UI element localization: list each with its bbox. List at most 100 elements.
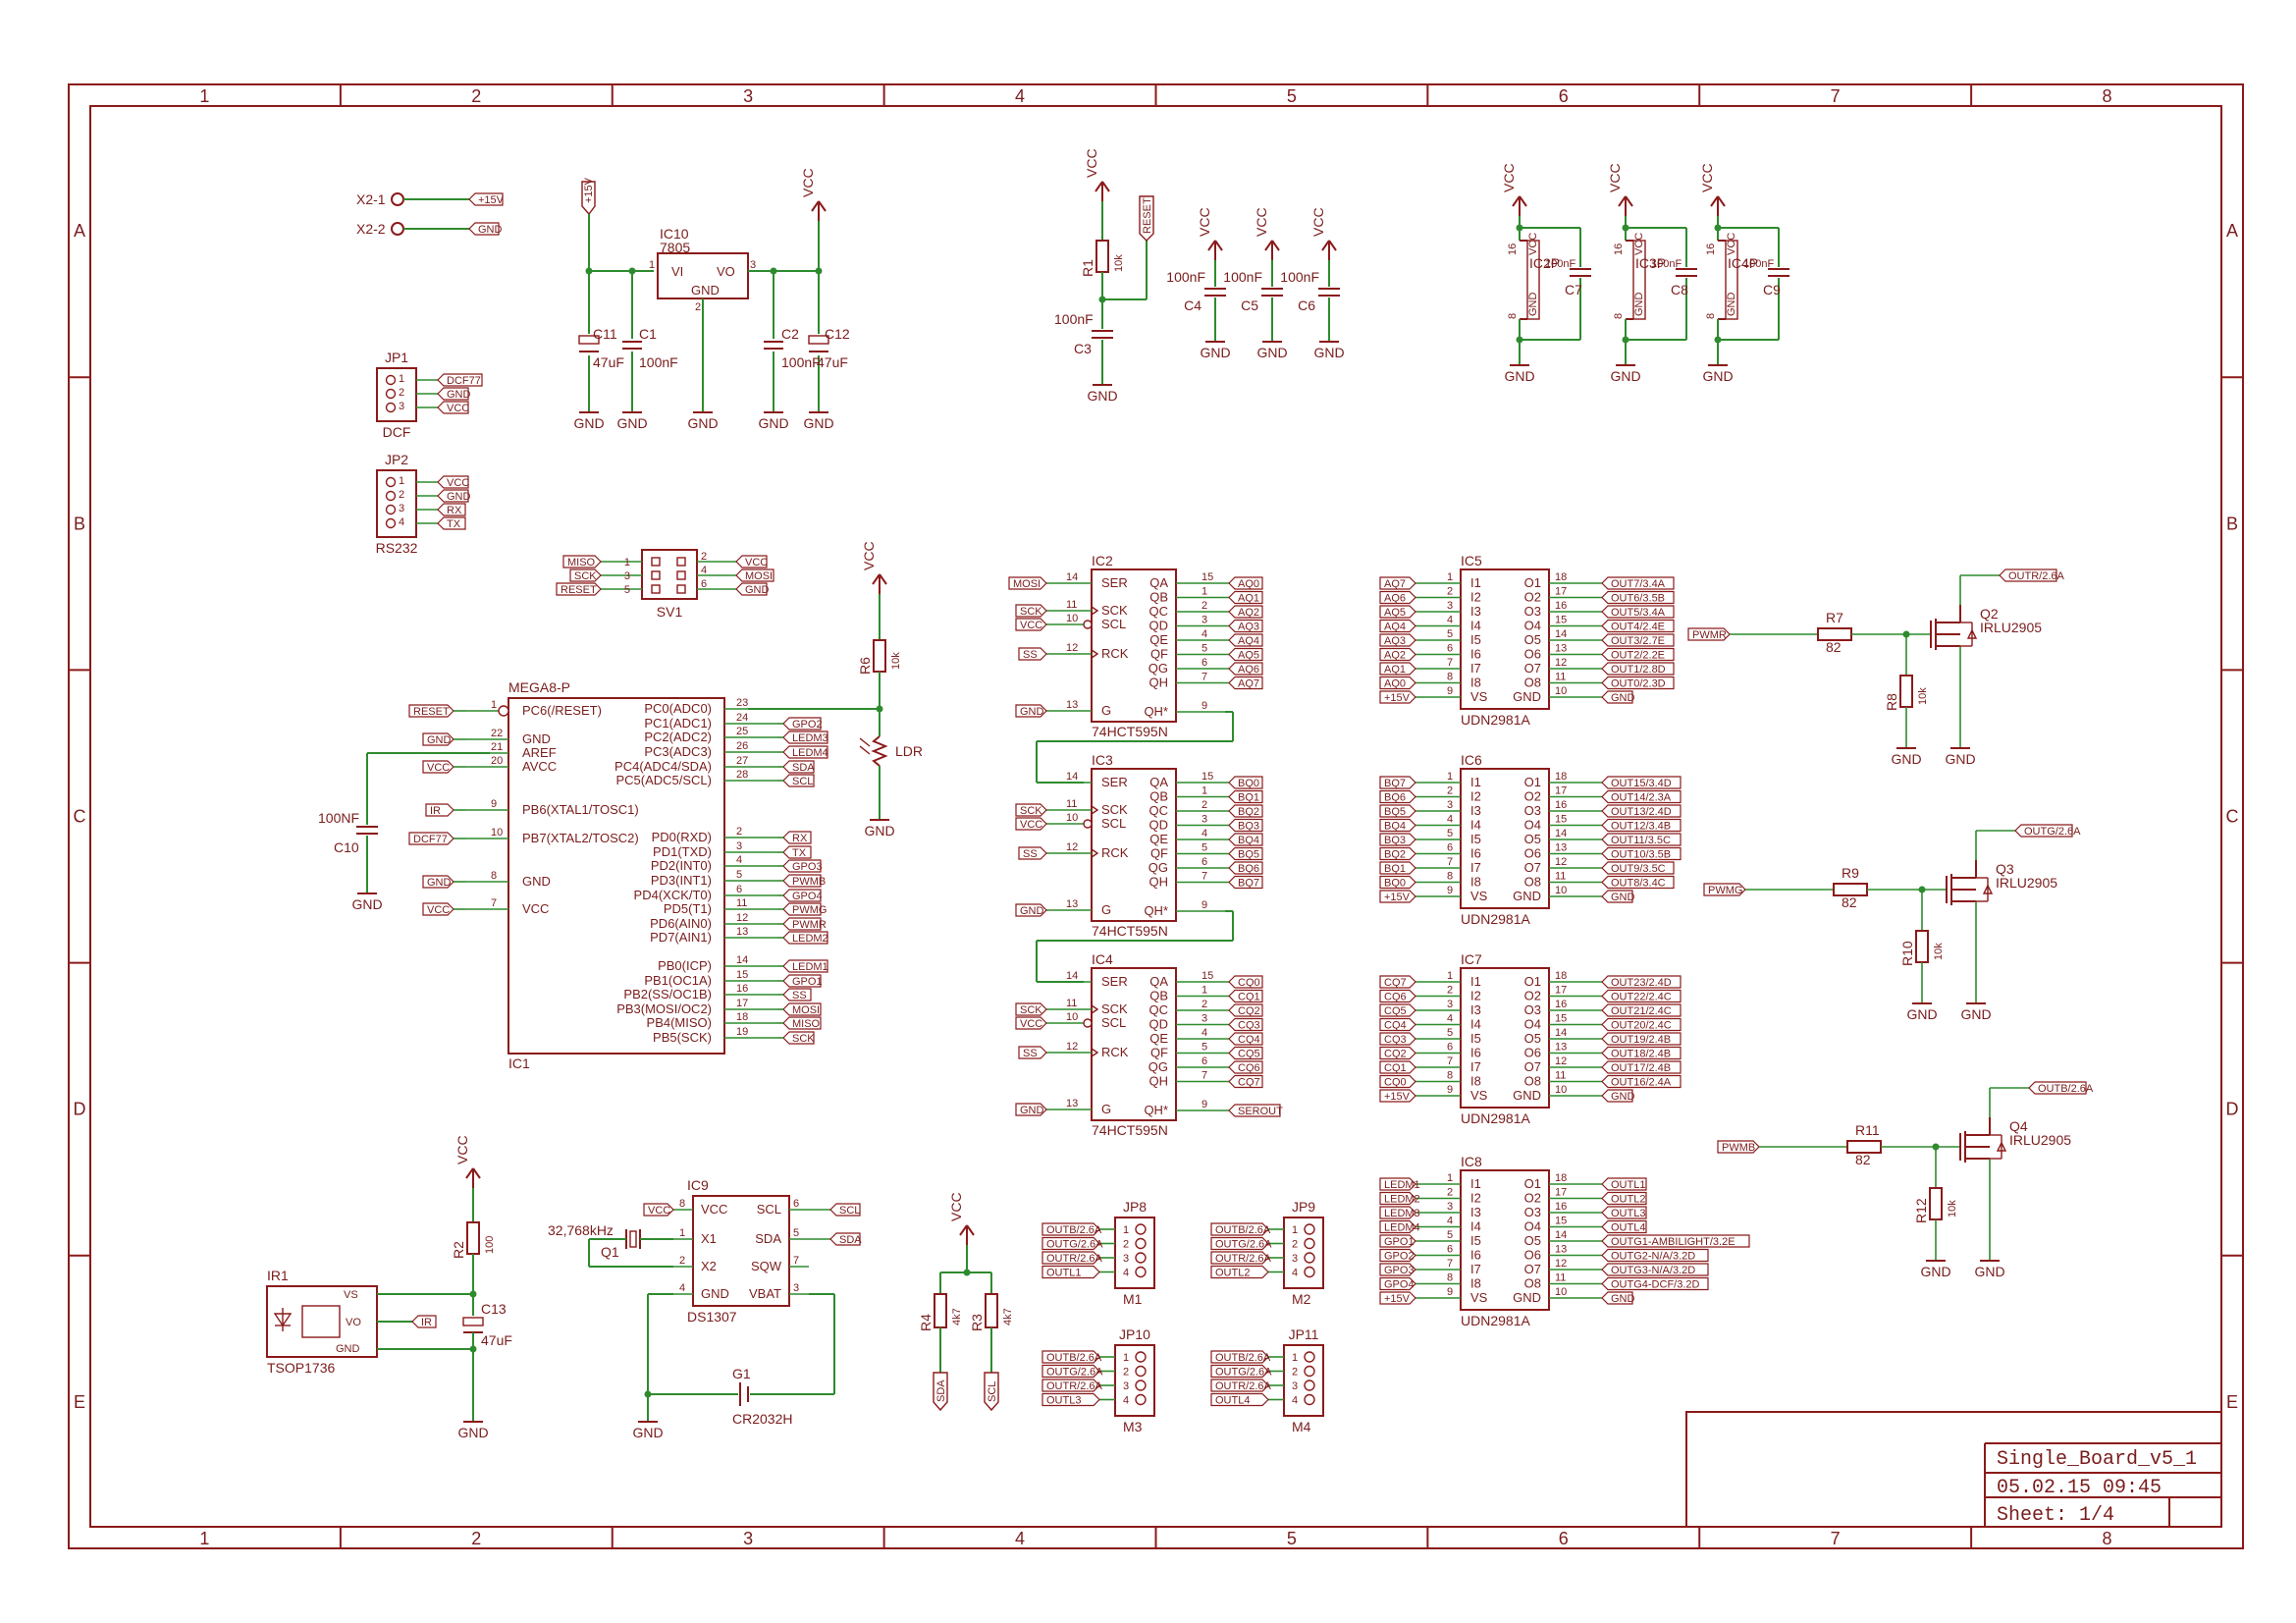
jp1-net-flag	[437, 401, 469, 414]
drv-in-net-flag	[1379, 989, 1416, 1003]
drv-left-pin-num: 2	[1447, 586, 1453, 598]
junction-dot	[1622, 336, 1629, 344]
frame-row-label: B	[2226, 514, 2238, 533]
sr-left-pin-name: SER	[1101, 974, 1128, 989]
frame-col-label: 8	[2103, 86, 2112, 106]
module-pin	[1135, 1266, 1147, 1278]
drv-left-pin-num: 7	[1447, 657, 1453, 669]
rtc-num-scl: 6	[793, 1198, 799, 1210]
sr-sck-net: SCK	[1020, 1004, 1042, 1016]
sr-left-pin-num: 13	[1066, 1098, 1078, 1109]
drv-out-net: GND	[1611, 692, 1635, 704]
drv-in-net: AQ2	[1384, 650, 1406, 662]
drv-right-pin-name: O1	[1524, 575, 1541, 590]
drv-out-net-flag	[1601, 1003, 1682, 1017]
sr-vcc-net: VCC	[1020, 819, 1042, 831]
sr-right-pin-num: 4	[1201, 1027, 1207, 1039]
drv-in-net: CQ3	[1384, 1034, 1407, 1046]
module-net: OUTL3	[1046, 1395, 1081, 1407]
mcu-left-pin-name: PB6(XTAL1/TOSC1)	[522, 802, 639, 817]
sr-left-pin-num: 13	[1066, 898, 1078, 910]
jp2-body	[376, 469, 417, 538]
drv-out-net-flag	[1601, 576, 1675, 590]
sv1-left-pin-num: 1	[624, 557, 630, 568]
rtc-num-vcc: 8	[679, 1198, 685, 1210]
title-block-sheet: Sheet: 1/4	[1997, 1504, 2114, 1527]
ic4p-p16: 16	[1705, 243, 1717, 255]
sr-ser-net-flag	[1008, 576, 1047, 590]
module-net: OUTR/2.6A	[1046, 1380, 1103, 1392]
mcu-left-pin-name: VCC	[522, 901, 549, 916]
fet-rg-label: R7	[1826, 610, 1843, 625]
drv-in-net-flag	[1379, 776, 1416, 789]
sv1-left-net-flag	[569, 568, 602, 582]
ic2p-p16: 16	[1507, 243, 1519, 255]
drv-out-net-flag	[1601, 776, 1682, 789]
sr-out-net: AQ2	[1238, 607, 1259, 619]
drv-out-net-flag	[1601, 975, 1682, 989]
sr-left-pin-name: SCL	[1101, 617, 1126, 631]
drv-right-pin-num: 18	[1555, 771, 1567, 783]
sr-out-net: BQ2	[1238, 806, 1259, 818]
mcu-right-pin-num: 5	[736, 869, 742, 881]
frame-col-label: 5	[1287, 86, 1297, 106]
drv-out-net: OUT5/3.4A	[1611, 607, 1666, 619]
c5-label: C5	[1241, 298, 1258, 313]
drv-out-net-flag	[1601, 1191, 1647, 1206]
sr-clock-mark	[1091, 606, 1099, 616]
sr-gnd-net: GND	[1020, 905, 1044, 917]
drv-left-pin-name: I7	[1470, 1059, 1481, 1074]
drv-in-net: CQ0	[1384, 1077, 1407, 1089]
drv-in-net: GPO2	[1384, 1251, 1415, 1263]
sr-right-pin-name: QH	[1149, 1074, 1169, 1089]
vcc-arrow	[1512, 195, 1521, 207]
title-block-name: Single_Board_v5_1	[1997, 1448, 2197, 1471]
jp1-body	[376, 367, 417, 422]
mcu-left-pin-name: PC6(/RESET)	[522, 703, 602, 718]
module-1: 1OUTB/2.6A2OUTG/2.6A3OUTR/2.6A4OUTL2JP9M…	[1210, 1199, 1324, 1307]
module-net-flag	[1210, 1379, 1269, 1392]
drv-left-pin-num: 4	[1447, 814, 1453, 826]
jp1-pin	[385, 374, 397, 386]
sr-left-pin-name: SCK	[1101, 603, 1128, 618]
drv-out-net: OUTG1-AMBILIGHT/3.2E	[1611, 1236, 1735, 1248]
vcc-arrow	[1519, 195, 1527, 207]
mcu-right-pin-name: PC2(ADC2)	[644, 730, 712, 744]
drv-in-net-flag	[1379, 590, 1416, 605]
pullup-scl-net: SCL	[987, 1381, 998, 1402]
sr-sck-net-flag	[1015, 1002, 1047, 1016]
drv-out-net: OUT13/2.4D	[1611, 806, 1672, 818]
mcu-right-pin-num: 16	[736, 983, 748, 995]
sr-left-pin-num: 12	[1066, 841, 1078, 853]
mcu-left-pin-num: 20	[491, 755, 503, 767]
fet-in-net-flag	[1703, 883, 1746, 896]
sr-out-net: CQ0	[1238, 977, 1260, 989]
drv-left-pin-num: 5	[1447, 828, 1453, 839]
sr-right-pin-num: 5	[1201, 643, 1207, 655]
r2-value: 100	[484, 1236, 496, 1254]
sr-ss-net: SS	[1023, 649, 1038, 661]
jp2-name: JP2	[385, 452, 408, 467]
c6-value: 100nF	[1280, 269, 1319, 285]
module-body	[1114, 1344, 1155, 1417]
drv-out-net: OUTG4-DCF/3.2D	[1611, 1279, 1700, 1291]
mcu-right-net: SCK	[792, 1033, 815, 1045]
x2-1-label: X2-1	[356, 191, 386, 207]
drv-right-pin-num: 15	[1555, 1216, 1567, 1227]
sv1-right-pin-num: 4	[701, 565, 707, 576]
sv1-right-net-flag	[735, 568, 774, 582]
drv-left-pin-name: I7	[1470, 1262, 1481, 1276]
drv-in-net: AQ7	[1384, 578, 1406, 590]
sr-out-net: CQ2	[1238, 1005, 1260, 1017]
sr-out-net: BQ5	[1238, 849, 1259, 861]
drv-out-net: OUT1/2.8D	[1611, 664, 1666, 676]
drv-right-pin-num: 12	[1555, 1055, 1567, 1067]
mcu-left-net-flag	[422, 760, 454, 774]
sr-right-pin-name: QG	[1148, 1059, 1168, 1074]
module-pin	[1135, 1380, 1147, 1391]
sr-right-pin-num: 7	[1201, 672, 1207, 683]
r3-value: 4k7	[1002, 1308, 1014, 1325]
drv-left-pin-name: I8	[1470, 875, 1481, 890]
sr-out-net: CQ5	[1238, 1049, 1260, 1060]
